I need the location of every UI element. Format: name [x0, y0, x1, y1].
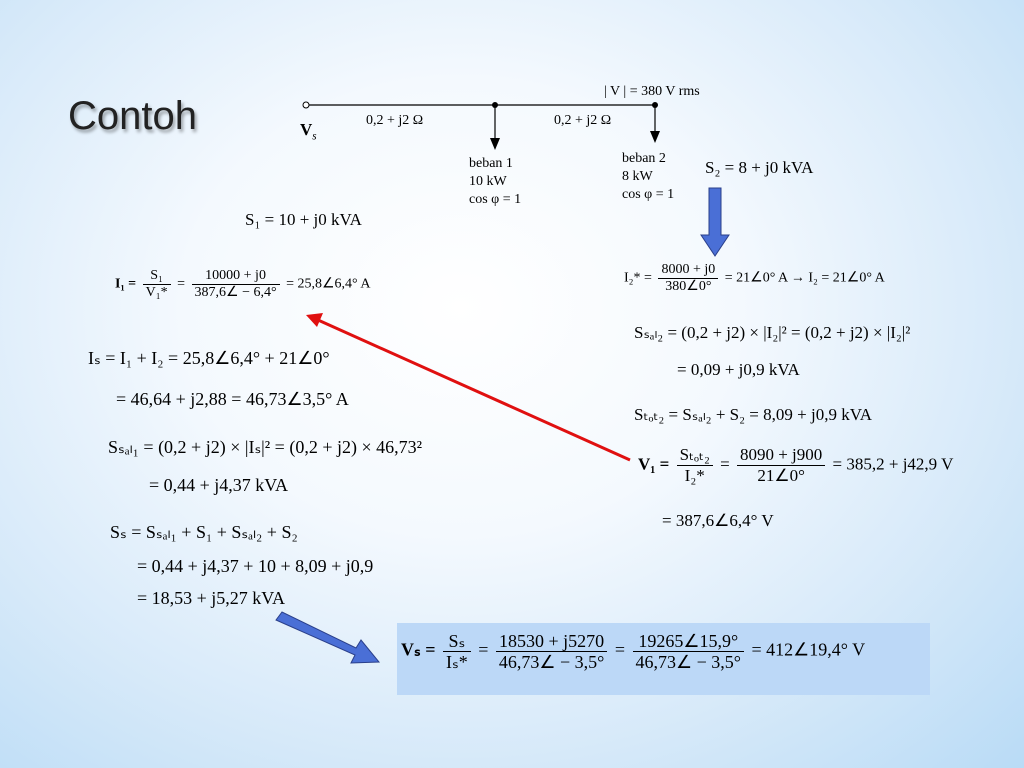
- line1-impedance: 0,2 + j2 Ω: [366, 113, 424, 128]
- line2-impedance: 0,2 + j2 Ω: [554, 113, 612, 128]
- eq-stot2: Sₜₒₜ₂ = Sₛₐₗ₂ + S₂ = 8,09 + j0,9 kVA: [634, 405, 873, 424]
- eq-ss-1: Sₛ = Sₛₐₗ₁ + S₁ + Sₛₐₗ₂ + S₂: [110, 522, 298, 542]
- eq-is-1: Iₛ = I₁ + I₂ = 25,8∠6,4° + 21∠0°: [88, 348, 330, 368]
- eq-s1: S₁ = 10 + j0 kVA: [245, 210, 362, 229]
- source-label: Vs: [300, 120, 317, 143]
- red-arrow-head: [306, 313, 323, 327]
- eq-ssal1-1: Sₛₐₗ₁ = (0,2 + j2) × |Iₛ|² = (0,2 + j2) …: [108, 437, 423, 457]
- slide-title: Contoh: [68, 94, 197, 138]
- eq-ssal2-2: = 0,09 + j0,9 kVA: [677, 360, 800, 379]
- eq-ss-3: = 18,53 + j5,27 kVA: [137, 588, 285, 608]
- load1-arrowhead: [490, 138, 500, 150]
- source-node: [302, 101, 310, 109]
- eq-v1-2: = 387,6∠6,4° V: [662, 511, 774, 530]
- eq-ssal1-2: = 0,44 + j4,37 kVA: [149, 475, 288, 495]
- eq-s2: S₂ = 8 + j0 kVA: [705, 158, 814, 177]
- blue-arrow-diagonal: [275, 611, 381, 664]
- red-arrow-line: [317, 318, 631, 462]
- eq-is-2: = 46,64 + j2,88 = 46,73∠3,5° A: [116, 389, 349, 409]
- voltage-label: | V | = 380 V rms: [604, 84, 700, 99]
- eq-ssal2-1: Sₛₐₗ₂ = (0,2 + j2) × |I₂|² = (0,2 + j2) …: [634, 323, 911, 342]
- blue-arrow-down: [700, 187, 730, 257]
- eq-ss-2: = 0,44 + j4,37 + 10 + 8,09 + j0,9: [137, 556, 374, 576]
- load2-arrowhead: [650, 131, 660, 143]
